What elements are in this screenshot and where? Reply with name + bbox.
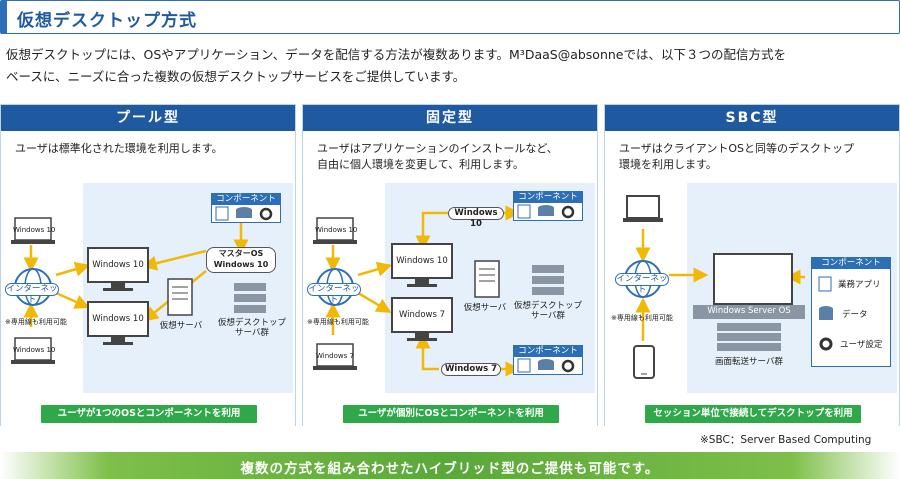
component-box-top: コンポーネント [513,191,583,221]
laptop-icon [313,343,357,373]
component-box: コンポーネント [211,193,281,223]
component-item-app: 業務アプリ [838,280,881,290]
component-header: コンポーネント [514,192,582,203]
panel-description: ユーザはアプリケーションのインストールなど、 自由に個人環境を変更して、利用しま… [317,142,558,171]
vm-os-bottom: Windows 7 [398,310,446,320]
client-os-bottom: Windows 7 [316,352,354,360]
component-icons [215,206,273,221]
component-icons [517,204,575,219]
panel-footer: ユーザが1つのOSとコンポーネントを利用 [41,405,257,423]
database-icon [818,306,834,322]
component-header: コンポーネント [514,346,582,357]
laptop-icon [313,217,357,247]
panel-sbc: SBC型 ユーザはクライアントOSと同等のデスクトップ 環境を利用します。 イン… [604,104,900,426]
gear-icon [818,336,834,352]
monitor-icon [713,253,793,315]
server-icon [166,277,194,317]
monitor-icon [87,247,149,293]
component-header: コンポーネント [212,194,280,205]
component-item-settings: ユーザ設定 [840,340,883,350]
header-accent [1,1,7,33]
server-icon [473,259,501,299]
server-rack-icon [233,281,267,315]
leased-line-note: ※専用線も利用可能 [307,318,369,326]
hybrid-banner: 複数の方式を組み合わせたハイブリッド型のご提供も可能です。 [0,452,900,479]
leased-line-note: ※専用線も利用可能 [611,314,673,322]
component-icons [517,358,575,373]
panel-description: ユーザはクライアントOSと同等のデスクトップ 環境を利用します。 [619,142,854,171]
component-item-data: データ [842,310,868,320]
server-group-label: 仮想デスクトップ サーバ群 [217,318,286,338]
virtual-server-label: 仮想サーバ [159,321,203,331]
panel-footer: セッション単位で接続してデスクトップを利用 [645,405,861,423]
leased-line-note: ※専用線も利用可能 [5,318,67,326]
smartphone-icon [633,345,655,379]
intro-text: 仮想デスクトップには、OSやアプリケーション、データを配信する方法が複数あります… [6,44,896,88]
page-title: 仮想デスクトップ方式 [17,11,197,31]
client-os-top: Windows 10 [13,226,56,234]
laptop-icon [623,195,663,225]
server-rack-icon [531,263,565,297]
laptop-icon [11,337,55,367]
monitor-icon [87,301,149,347]
internet-label: インターネット [615,273,669,295]
vm-os-top: Windows 10 [396,256,448,266]
sbc-note: ※SBC：Server Based Computing [700,434,872,446]
panel-fixed: 固定型 ユーザはアプリケーションのインストールなど、 自由に個人環境を変更して、… [302,104,598,426]
monitor-icon [391,297,453,343]
panel-description: ユーザは標準化された環境を利用します。 [15,142,223,155]
server-os-label: Windows Server OS [693,305,805,319]
panel-title: プール型 [1,105,295,131]
client-os-top: Windows 10 [315,226,358,234]
virtual-server-label: 仮想サーバ [463,303,507,313]
master-os-badge: マスターOS Windows 10 [206,247,276,273]
server-rack-icon [717,323,781,351]
client-os-bottom: Windows 10 [13,346,56,354]
component-box-bottom: コンポーネント [513,345,583,375]
panel-footer: ユーザが個別にOSとコンポーネントを利用 [343,405,559,423]
panel-title: 固定型 [303,105,597,131]
app-icon [818,276,832,292]
section-header: 仮想デスクトップ方式 [0,0,900,34]
component-box: コンポーネント 業務アプリ データ ユーザ設定 [811,257,891,367]
vm-os-bottom: Windows 10 [92,314,144,324]
internet-label: インターネット [5,283,59,305]
intro-line-2: ベースに、ニーズに合った複数の仮想デスクトップサービスをご提供しています。 [6,69,466,84]
server-group-label: 画面転送サーバ群 [715,357,783,367]
component-header: コンポーネント [812,258,890,269]
intro-line-1: 仮想デスクトップには、OSやアプリケーション、データを配信する方法が複数あります… [6,47,786,62]
laptop-icon [11,217,55,247]
internet-label: インターネット [307,283,361,305]
os-badge-bottom: Windows 7 [441,363,501,376]
banner-text: 複数の方式を組み合わせたハイブリッド型のご提供も可能です。 [240,461,660,477]
panel-pool: プール型 ユーザは標準化された環境を利用します。 Windows 10 インター… [0,104,296,426]
monitor-icon [391,243,453,289]
os-badge-top: Windows 10 [448,207,504,229]
panel-title: SBC型 [605,105,899,131]
server-group-label: 仮想デスクトップ サーバ群 [513,301,582,321]
vm-os-top: Windows 10 [92,260,144,270]
